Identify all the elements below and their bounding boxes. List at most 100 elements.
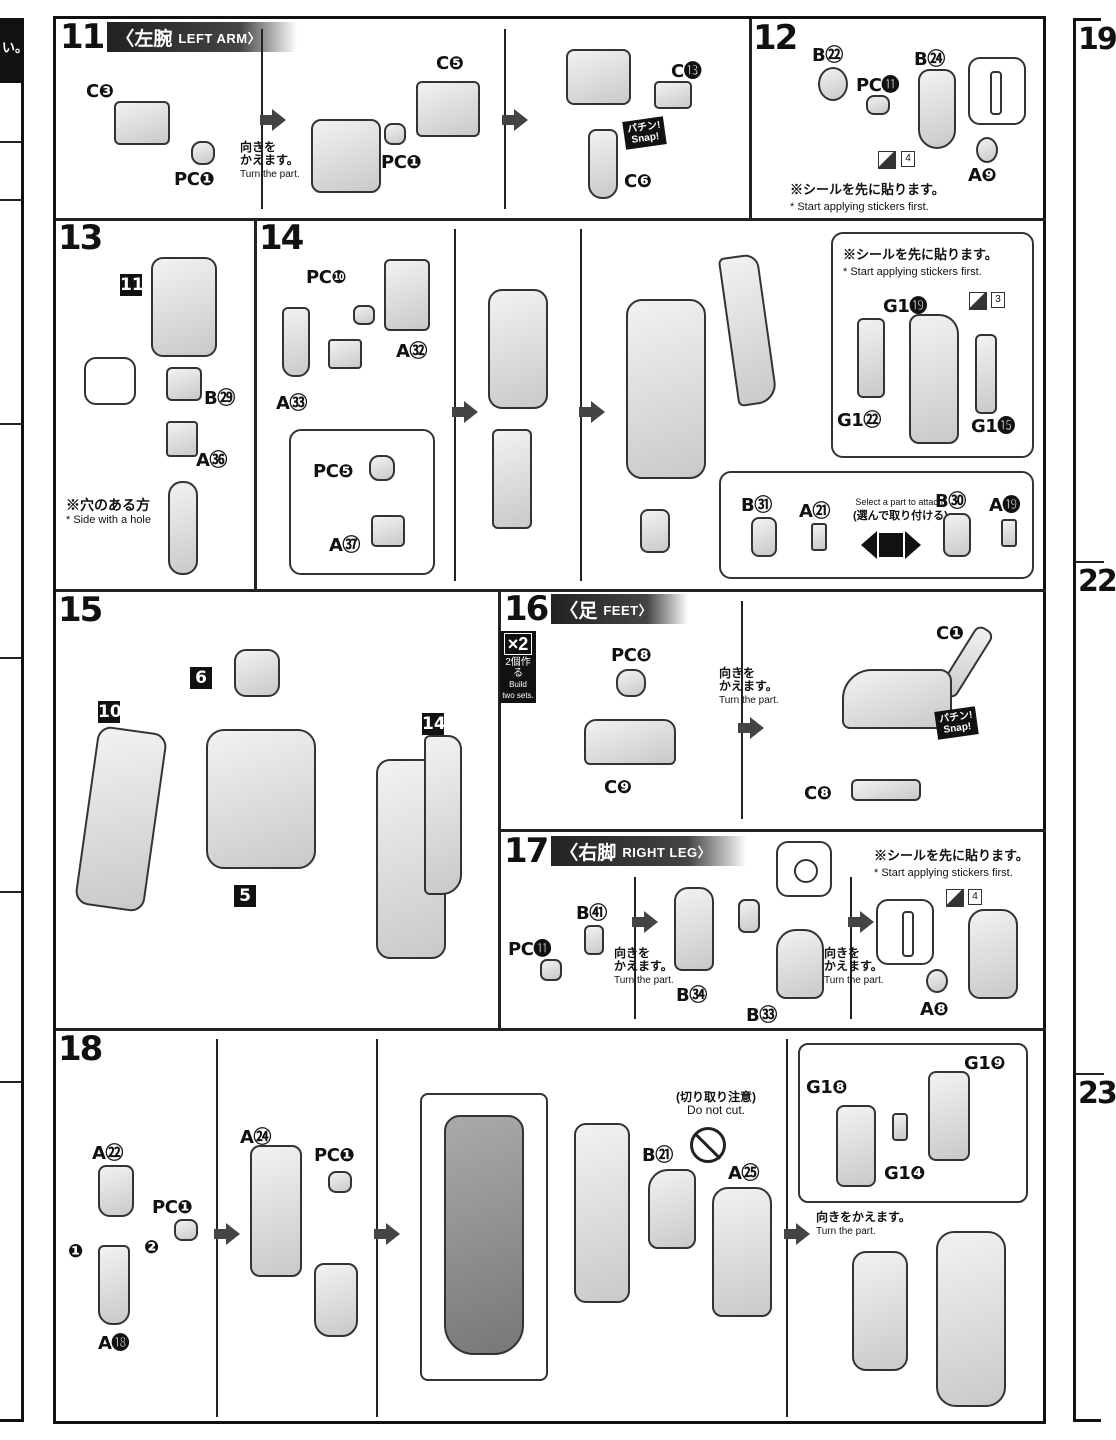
turn-note-en: Turn the part. — [240, 169, 300, 180]
col-divider — [749, 19, 752, 218]
sticker-icon — [878, 151, 896, 169]
arrow-right-icon — [905, 531, 921, 559]
snap-badge: パチン! Snap! — [622, 116, 668, 150]
part-c9 — [584, 719, 676, 765]
part-label: C❽ — [804, 783, 832, 804]
detail-callout — [420, 1093, 548, 1381]
hole-note-jp: ※穴のある方 — [66, 497, 150, 513]
part-label: C❻ — [624, 171, 652, 192]
right-page-strip: 19 22 23 — [1073, 18, 1116, 1422]
torso-assembly — [206, 729, 316, 869]
part-assembly — [566, 49, 631, 105]
part-label: C❺ — [436, 53, 464, 74]
part-label: C❶ — [936, 623, 964, 644]
right-step-number: 23 — [1078, 1076, 1116, 1111]
part-label: A㉜ — [396, 341, 427, 362]
turn-note: 向きを かえます。 Turn the part. — [614, 947, 674, 987]
sticker-note: ※シールを先に貼ります。 * Start applying stickers f… — [874, 845, 1029, 879]
part-b33 — [776, 929, 824, 999]
left-divider — [0, 1081, 21, 1083]
part-label: PC❺ — [313, 461, 354, 482]
part-label: B㉒ — [812, 45, 843, 66]
hole-detail — [794, 859, 818, 883]
step-arrow — [260, 109, 286, 131]
part-label: PC❶ — [381, 152, 422, 173]
step-arrow — [784, 1223, 810, 1245]
step-title-bar: 〈足 FEET〉 — [551, 594, 689, 624]
instruction-page: 11 〈左腕 LEFT ARM〉 C❸ PC❶ 向きを かえます。 Turn t… — [53, 16, 1046, 1424]
reference-step: 5 — [234, 885, 256, 907]
part-label: B㊶ — [576, 903, 607, 924]
sticker-note-jp: ※シールを先に貼ります。 — [874, 848, 1029, 863]
part-label: G1㉒ — [837, 410, 881, 431]
part-label: B㉛ — [741, 495, 772, 516]
step-15-number: 15 — [58, 590, 103, 630]
slash — [693, 1132, 722, 1160]
turn-note-jp: 向きを かえます。 — [719, 666, 778, 693]
part-label: A❽ — [920, 999, 949, 1020]
build-count-en: Build two sets. — [502, 680, 534, 700]
part-label: A㊱ — [196, 450, 227, 471]
arm-assembly — [626, 299, 706, 479]
left-page-strip: い。 — [0, 18, 28, 1422]
step-11-header: 11 〈左腕 LEFT ARM〉 — [56, 19, 298, 55]
part-label: A㉑ — [799, 501, 830, 522]
leg-assembly — [852, 1251, 908, 1371]
turn-note-jp: 向きを かえます。 — [824, 946, 883, 973]
choose-icon — [861, 529, 921, 561]
select-note-en: Select a part to attach. — [855, 497, 946, 507]
arm-assembly — [488, 289, 548, 409]
part-label: G1❹ — [884, 1163, 926, 1184]
step-arrow — [738, 717, 764, 739]
swap-box-icon — [879, 533, 903, 557]
sticker-sheet-number: 4 — [968, 889, 982, 905]
part-label: B㉙ — [204, 388, 235, 409]
zoom-callout: PC❺ A㊲ — [289, 429, 435, 575]
part-block — [328, 339, 362, 369]
part-g122 — [857, 318, 885, 398]
part-assembly — [311, 119, 381, 193]
hand — [640, 509, 670, 553]
step-title-en: FEET〉 — [603, 602, 653, 618]
part-label: PC❶ — [174, 169, 215, 190]
reference-step: 6 — [190, 667, 212, 689]
reference-step: 10 — [98, 701, 122, 723]
part-label: A❾ — [968, 165, 997, 186]
snap-badge: パチン! Snap! — [934, 706, 980, 740]
part-b30 — [943, 513, 971, 557]
turn-note-en: Turn the part. — [614, 975, 674, 986]
step-arrow — [452, 401, 478, 423]
part-label: A㉔ — [240, 1127, 271, 1148]
zoom-callout — [84, 357, 136, 405]
part-pc1 — [174, 1219, 198, 1241]
leg-cross-section — [444, 1115, 524, 1355]
step-17-header: 17 〈右脚 RIGHT LEG〉 — [500, 833, 748, 869]
part-g18 — [836, 1105, 876, 1187]
part-pc8 — [616, 669, 646, 697]
part-b29 — [166, 367, 202, 401]
select-note: Select a part to attach. (選んで取り付ける) — [853, 495, 948, 523]
turn-note-en: Turn the part. — [816, 1226, 876, 1237]
left-strip-text: い。 — [2, 40, 29, 55]
sticker-note: ※シールを先に貼ります。 * Start applying stickers f… — [843, 244, 998, 278]
part-label: G1❾ — [964, 1053, 1006, 1074]
part-b24 — [918, 69, 956, 149]
zoom-callout — [968, 57, 1026, 125]
sub-divider — [580, 229, 582, 581]
part-label: A㉒ — [92, 1143, 123, 1164]
zoom-callout — [876, 899, 934, 965]
sticker-sheet-number: 3 — [991, 292, 1005, 308]
part-a24 — [250, 1145, 302, 1277]
sticker-note-jp: ※シールを先に貼ります。 — [843, 247, 998, 262]
part-label: B㉚ — [935, 491, 966, 512]
foot-assembly — [842, 669, 952, 729]
reference-step: 14 — [422, 713, 446, 735]
no-cut-icon — [690, 1127, 726, 1163]
part-b31 — [751, 517, 777, 557]
head-assembly — [234, 649, 280, 697]
part-label: G1❽ — [806, 1077, 848, 1098]
left-divider — [0, 423, 21, 425]
sticker-note: ※シールを先に貼ります。 * Start applying stickers f… — [790, 179, 945, 213]
part-label: B㉞ — [676, 985, 707, 1006]
hand-joint — [168, 481, 198, 575]
